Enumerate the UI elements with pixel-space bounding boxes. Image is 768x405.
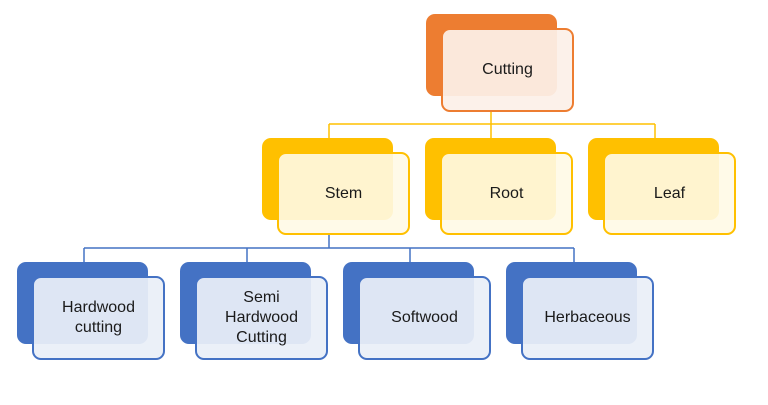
stem-subtype-hardwood-box: Hardwood cutting: [32, 276, 165, 360]
stem-subtype-hardwood-label: Hardwood cutting: [62, 299, 135, 336]
type-node-leaf-label: Leaf: [653, 184, 686, 202]
stem-subtype-herbaceous-box: Herbaceous: [521, 276, 654, 360]
type-node-stem: Stem: [262, 138, 410, 235]
type-node-stem-label: Stem: [324, 184, 363, 202]
stem-subtype-semi-hardwood-label: Semi Hardwood Cutting: [225, 289, 298, 346]
type-node-leaf: Leaf: [588, 138, 736, 235]
type-node-leaf-box: Leaf: [603, 152, 736, 235]
root-node-cutting: Cutting: [426, 14, 574, 112]
stem-subtype-hardwood: Hardwood cutting: [17, 262, 165, 360]
root-to-types-connector: [328, 110, 656, 138]
stem-subtype-softwood-label: Softwood: [391, 309, 458, 326]
root-node-box: Cutting: [441, 28, 574, 112]
stem-subtype-semi-hardwood: Semi Hardwood Cutting: [180, 262, 328, 360]
type-node-root-label: Root: [489, 184, 524, 202]
stem-subtype-softwood-box: Softwood: [358, 276, 491, 360]
type-node-stem-box: Stem: [277, 152, 410, 235]
stem-to-subtypes-connector: [83, 233, 575, 262]
type-node-root-box: Root: [440, 152, 573, 235]
stem-subtype-semi-hardwood-box: Semi Hardwood Cutting: [195, 276, 328, 360]
stem-subtype-softwood: Softwood: [343, 262, 491, 360]
root-node-label: Cutting: [482, 61, 533, 78]
stem-subtype-herbaceous: Herbaceous: [506, 262, 654, 360]
stem-subtype-herbaceous-label: Herbaceous: [544, 309, 631, 326]
type-node-root: Root: [425, 138, 573, 235]
